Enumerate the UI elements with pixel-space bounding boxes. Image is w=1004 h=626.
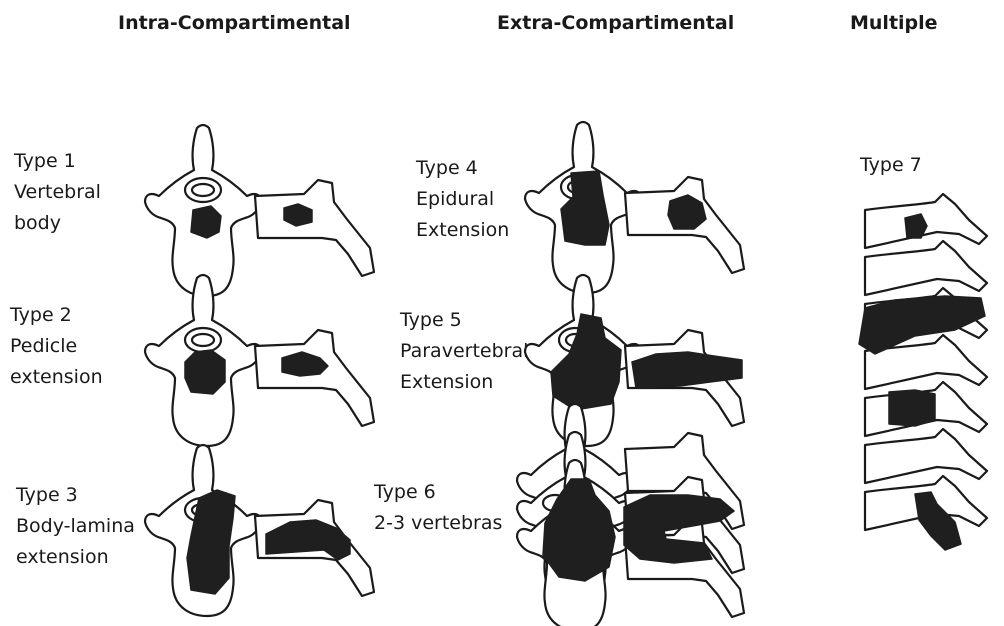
type-1-lateral-vertebra — [255, 180, 374, 276]
type-2-axial-vertebra — [145, 275, 261, 446]
type-6-lateral-vertebra — [624, 433, 744, 617]
type-1-axial-vertebra — [145, 125, 261, 296]
type-3-axial-vertebra — [145, 445, 261, 616]
type-3-lateral-vertebra — [255, 500, 374, 596]
type-4-axial-vertebra — [525, 122, 641, 293]
type-6-axial-vertebra — [517, 404, 633, 626]
type-4-lateral-vertebra — [625, 177, 744, 273]
type-7-spine-stack — [859, 194, 987, 550]
type-5-lateral-vertebra — [625, 330, 744, 426]
type-2-lateral-vertebra — [255, 330, 374, 426]
